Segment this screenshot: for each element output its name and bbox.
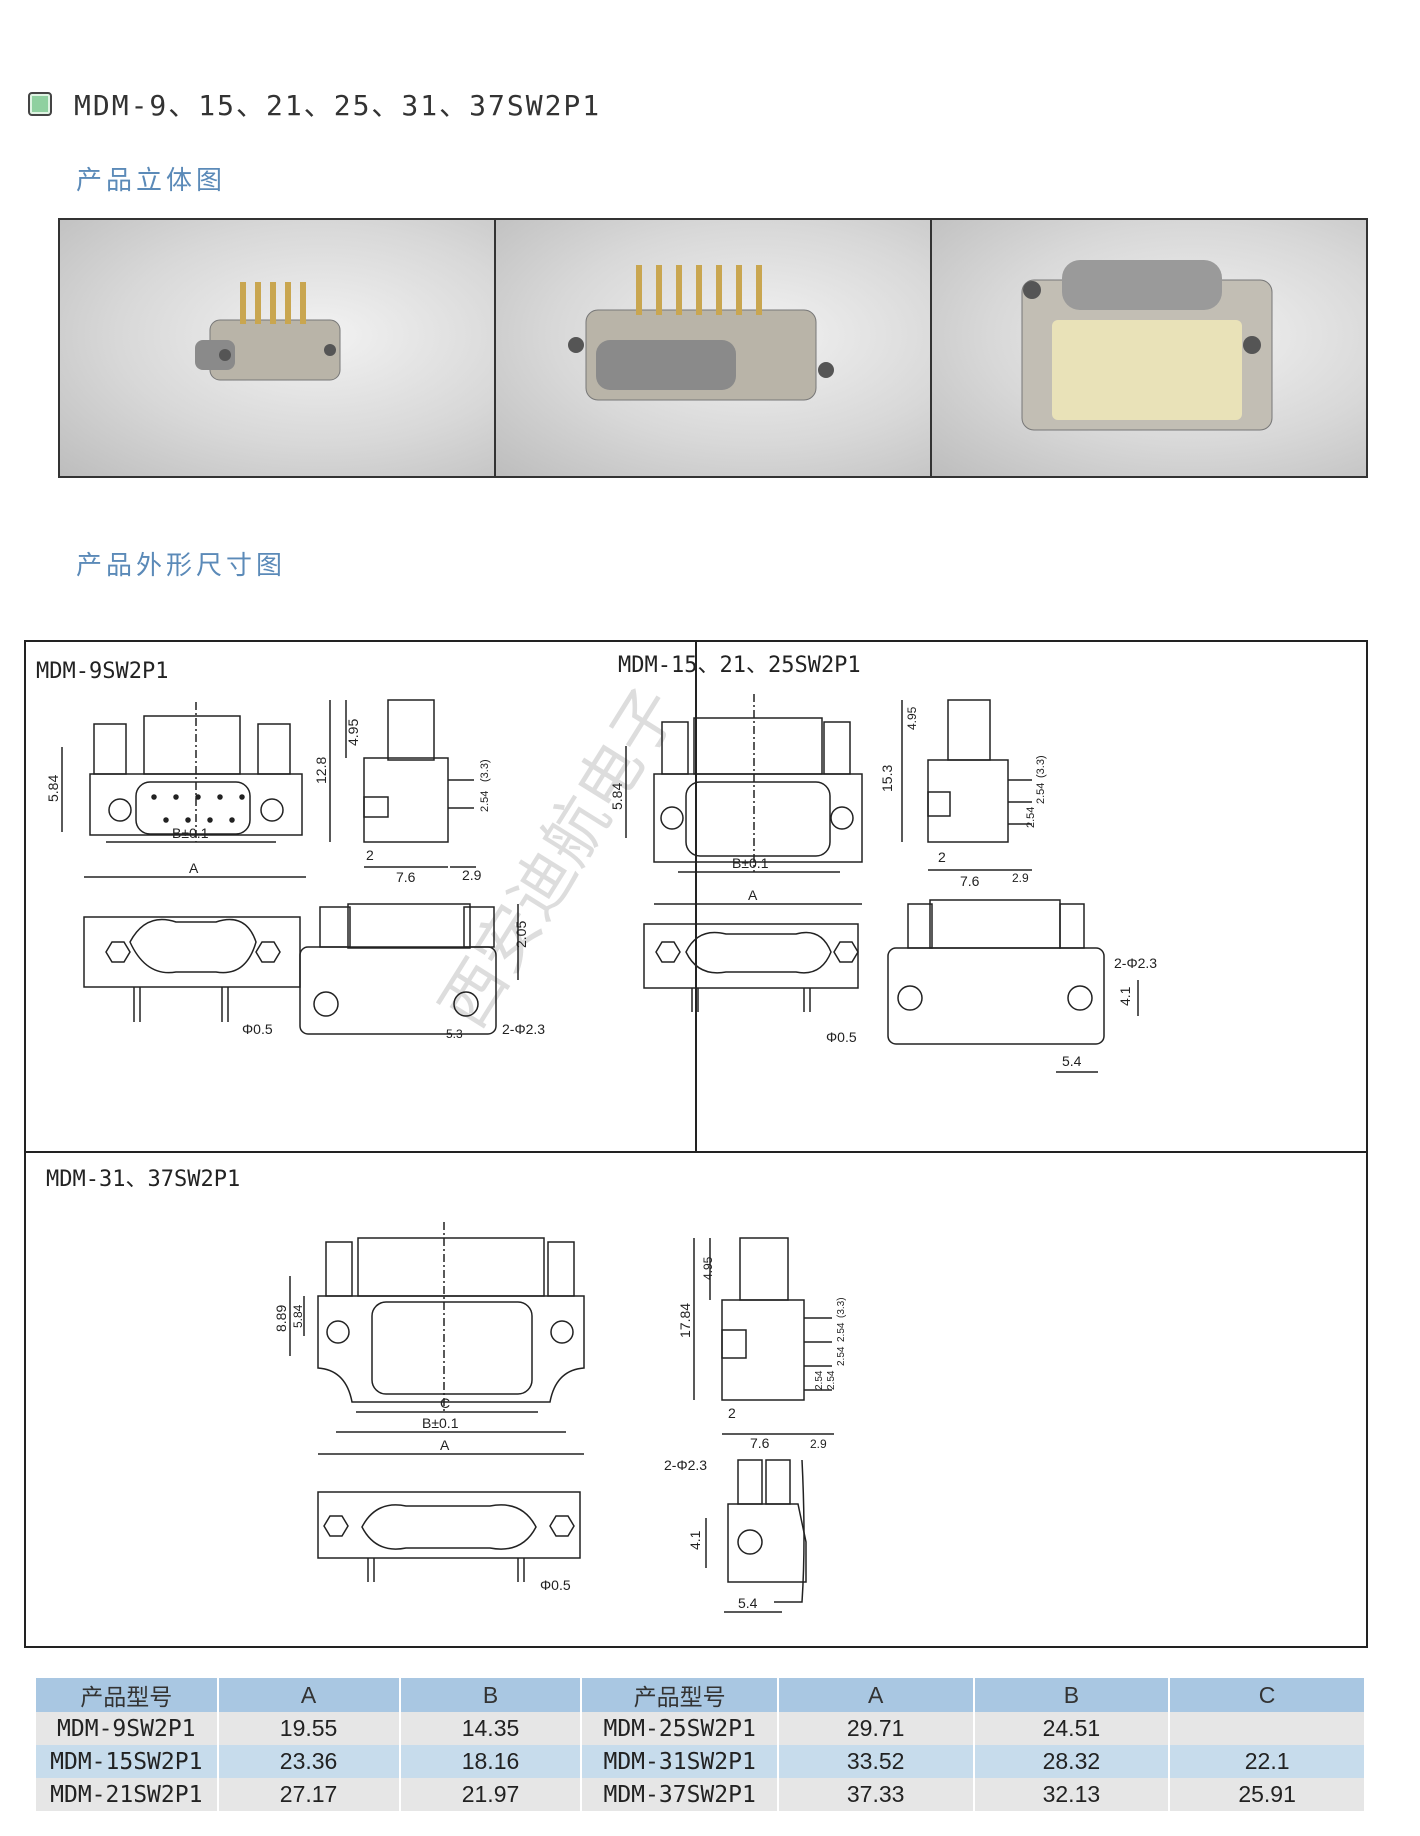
table-cell-model: MDM-37SW2P1 (581, 1778, 779, 1811)
dim-label: A (440, 1437, 450, 1453)
table-cell: 25.91 (1169, 1778, 1366, 1811)
dim-label: Φ0.5 (826, 1029, 857, 1045)
dim-label: 2 (938, 849, 946, 865)
dim-label: A (189, 860, 199, 876)
dim-label: 2 (366, 847, 374, 863)
dim-label: 4.1 (687, 1530, 703, 1550)
table-cell: 14.35 (399, 1712, 583, 1745)
dim-label: (3.3) (836, 1297, 847, 1318)
table-header-cell: C (1169, 1678, 1366, 1712)
dim-label: 2.54 (836, 1346, 847, 1366)
dim-label: 5.4 (738, 1595, 758, 1611)
table-cell: 21.97 (399, 1778, 583, 1811)
table-cell: 18.16 (399, 1745, 583, 1778)
dim-label: 15.3 (879, 765, 895, 792)
dim-label: C (440, 1395, 450, 1411)
dim-label: 2.9 (810, 1437, 827, 1451)
table-header-cell: 产品型号 (581, 1678, 779, 1712)
table-cell-model: MDM-15SW2P1 (36, 1745, 219, 1778)
dim-label: A (748, 887, 758, 903)
dimension-drawings-panel: 西安迪航电子 (24, 640, 1368, 1648)
table-cell: 33.52 (777, 1745, 975, 1778)
dim-label: Φ0.5 (242, 1021, 273, 1037)
dim-label: 2.05 (513, 921, 529, 948)
dim-label: 5.84 (45, 775, 61, 802)
drawing-name-d1: MDM-9SW2P1 (36, 659, 168, 684)
table-cell: 32.13 (973, 1778, 1171, 1811)
table-header-cell: B (973, 1678, 1171, 1712)
dim-label: 2-Φ2.3 (664, 1457, 707, 1473)
table-cell-model: MDM-25SW2P1 (581, 1712, 779, 1745)
page-header: MDM-9、15、21、25、31、37SW2P1 (28, 84, 601, 124)
dim-label: 2-Φ2.3 (1114, 955, 1157, 971)
table-cell: 27.17 (217, 1778, 401, 1811)
dim-label: B±0.1 (422, 1415, 459, 1431)
dim-label: B±0.1 (172, 825, 209, 841)
dim-label: 7.6 (960, 873, 980, 889)
dim-label: 7.6 (396, 869, 416, 885)
dim-label: 5.4 (1062, 1053, 1082, 1069)
table-row: MDM-9SW2P1 19.55 14.35 MDM-25SW2P1 29.71… (36, 1712, 1366, 1745)
table-cell: 23.36 (217, 1745, 401, 1778)
product-photo-2 (496, 220, 932, 476)
table-cell: 24.51 (973, 1712, 1171, 1745)
spec-table: 产品型号 A B 产品型号 A B C MDM-9SW2P1 19.55 14.… (36, 1678, 1366, 1811)
dim-label: 4.1 (1117, 986, 1133, 1006)
dim-label: 5.3 (446, 1027, 463, 1041)
table-row: MDM-21SW2P1 27.17 21.97 MDM-37SW2P1 37.3… (36, 1778, 1366, 1811)
dim-label: 2.54 (836, 1322, 847, 1342)
dim-label: 2.9 (1012, 871, 1029, 885)
table-cell-model: MDM-31SW2P1 (581, 1745, 779, 1778)
dim-label: 5.84 (291, 1304, 305, 1328)
dim-label: 4.95 (905, 706, 919, 730)
section-title-dimensions: 产品外形尺寸图 (76, 551, 287, 581)
square-bullet-icon (28, 92, 52, 116)
table-header-row: 产品型号 A B 产品型号 A B C (36, 1678, 1366, 1712)
table-header-cell: B (399, 1678, 583, 1712)
dim-label: 2.54 (479, 791, 491, 812)
section-title-photos: 产品立体图 (76, 166, 227, 196)
dim-label: 7.6 (750, 1435, 770, 1451)
table-cell: 22.1 (1169, 1745, 1366, 1778)
drawing-name-d3: MDM-31、37SW2P1 (46, 1167, 240, 1192)
dim-label: Φ0.5 (540, 1577, 571, 1593)
dimension-drawings-svg: 西安迪航电子 (26, 642, 1366, 1613)
table-header-cell: A (777, 1678, 975, 1712)
table-header-cell: A (217, 1678, 401, 1712)
table-cell: 29.71 (777, 1712, 975, 1745)
table-cell: 28.32 (973, 1745, 1171, 1778)
dim-label: 12.8 (313, 757, 329, 784)
product-photo-strip (58, 218, 1368, 478)
dim-label: 2.9 (462, 867, 482, 883)
table-header-cell: 产品型号 (36, 1678, 219, 1712)
dim-label: 2.54 (1025, 807, 1037, 828)
table-cell-model: MDM-21SW2P1 (36, 1778, 219, 1811)
dim-label: 2 (728, 1405, 736, 1421)
table-cell (1169, 1712, 1366, 1745)
dim-label: 2.54 (1035, 783, 1047, 804)
table-cell: 19.55 (217, 1712, 401, 1745)
dim-label: (3.3) (1035, 755, 1047, 778)
table-cell-model: MDM-9SW2P1 (36, 1712, 219, 1745)
dim-label: 2.54 (814, 1370, 825, 1390)
dim-label: B±0.1 (732, 855, 769, 871)
watermark-text: 西安迪航电子 (427, 676, 692, 1040)
table-row: MDM-15SW2P1 23.36 18.16 MDM-31SW2P1 33.5… (36, 1745, 1366, 1778)
dim-label: 8.89 (273, 1305, 289, 1332)
dim-label: 2-Φ2.3 (502, 1021, 545, 1037)
dim-label: (3.3) (479, 759, 491, 782)
table-cell: 37.33 (777, 1778, 975, 1811)
product-photo-3 (932, 220, 1366, 476)
dim-label: 4.95 (701, 1256, 715, 1280)
page-title: MDM-9、15、21、25、31、37SW2P1 (74, 89, 602, 122)
dim-label: 5.84 (609, 783, 625, 810)
dim-label: 4.95 (345, 719, 361, 746)
drawing-name-d2: MDM-15、21、25SW2P1 (618, 653, 861, 678)
product-photo-1 (60, 220, 496, 476)
dim-label: 17.84 (677, 1303, 693, 1338)
dim-label: 2.54 (826, 1370, 837, 1390)
